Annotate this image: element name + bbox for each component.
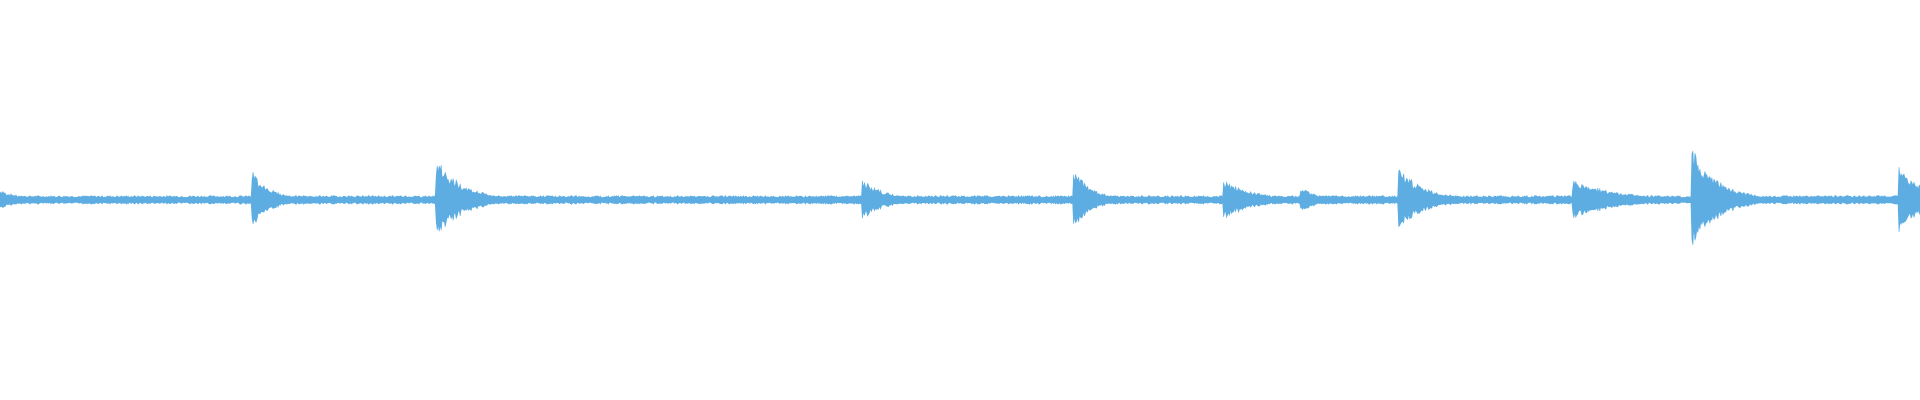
waveform-shape — [0, 150, 1920, 245]
